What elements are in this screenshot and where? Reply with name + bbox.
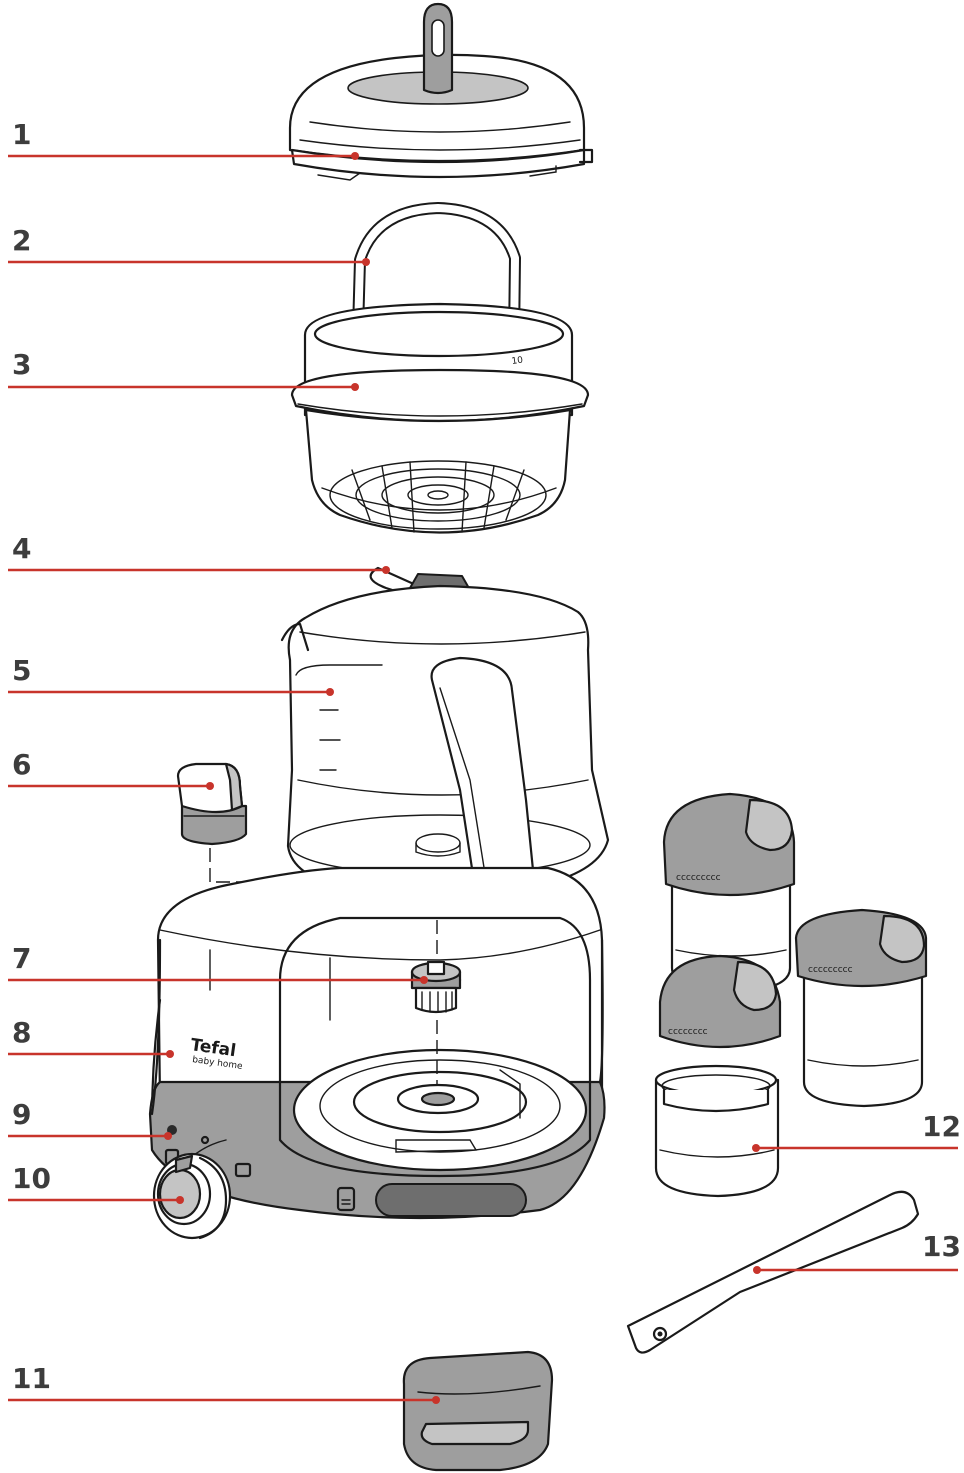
callout-3: 3 (8, 348, 359, 391)
callout-number-3: 3 (12, 348, 31, 381)
cap (176, 762, 248, 846)
control-dial (152, 1152, 232, 1240)
jar-lid-3-texture: cccccccc (668, 1027, 708, 1037)
jar-with-lid-2: ccccccccc (794, 908, 928, 1108)
callout-7: 7 (8, 942, 428, 984)
callout-2: 2 (8, 224, 370, 266)
bottom-cap (402, 1350, 554, 1472)
callout-number-1: 1 (12, 118, 31, 151)
callout-number-11: 11 (12, 1362, 51, 1395)
callout-8: 8 (8, 1016, 174, 1058)
lid (288, 2, 594, 181)
callout-4: 4 (8, 532, 390, 574)
coupler (410, 960, 462, 1014)
blend-mode-icon (234, 1162, 252, 1178)
callout-12: 12 (752, 1110, 961, 1152)
callout-number-4: 4 (12, 532, 31, 565)
callout-number-6: 6 (12, 748, 31, 781)
callout-9: 9 (8, 1098, 172, 1140)
callouts: 1 2 3 4 5 6 7 8 (8, 118, 961, 1404)
jar-lid-1-texture: ccccccccc (676, 873, 721, 883)
callout-number-10: 10 (12, 1162, 51, 1195)
callout-number-13: 13 (922, 1230, 961, 1263)
steam-basket: 10 (290, 302, 590, 534)
callout-13: 13 (753, 1230, 961, 1274)
callout-number-9: 9 (12, 1098, 31, 1131)
callout-number-7: 7 (12, 942, 31, 975)
callout-6: 6 (8, 748, 214, 790)
callout-1: 1 (8, 118, 359, 160)
jar-lid-2-texture: ccccccccc (808, 965, 853, 975)
open-jar (654, 1064, 780, 1198)
callout-11: 11 (8, 1362, 440, 1404)
callout-10: 10 (8, 1162, 184, 1204)
callout-number-5: 5 (12, 654, 31, 687)
basket-handle (352, 202, 521, 346)
callout-5: 5 (8, 654, 334, 696)
callout-number-8: 8 (12, 1016, 31, 1049)
callout-number-12: 12 (922, 1110, 961, 1143)
spatula (626, 1190, 920, 1354)
callout-number-2: 2 (12, 224, 31, 257)
basket-level-mark: 10 (511, 355, 524, 367)
main-body: Tefal baby home (148, 866, 606, 1220)
jar-lid-3: cccccccc (658, 954, 782, 1049)
